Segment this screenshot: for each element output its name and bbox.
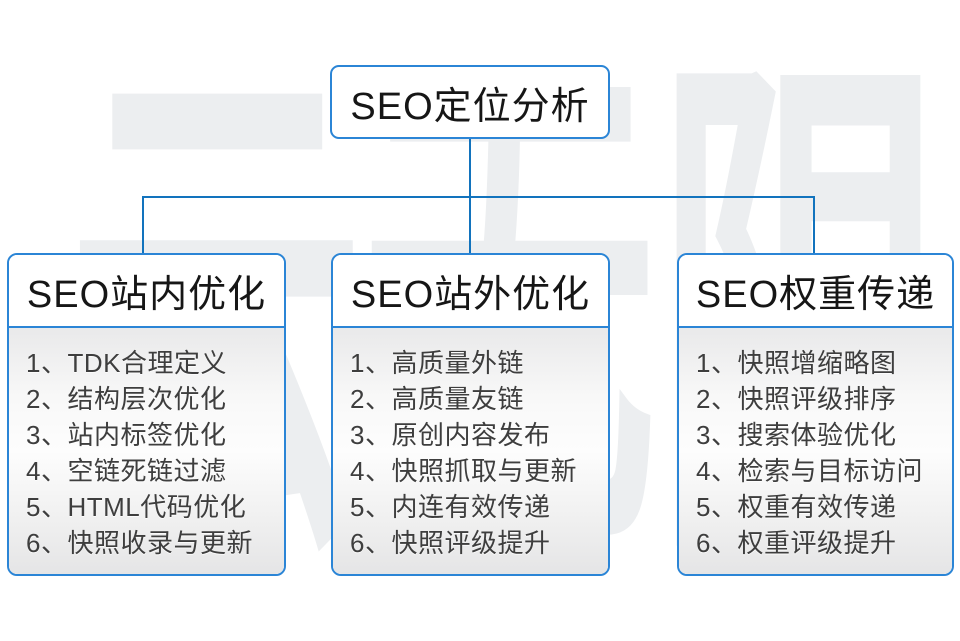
list-item: 2、结构层次优化 [26, 384, 227, 414]
column-weight-transfer: SEO权重传递 1、快照增缩略图 2、快照评级排序 3、搜索体验优化 4、检索与… [677, 253, 954, 576]
list-item: 5、HTML代码优化 [26, 492, 247, 522]
list-item: 4、快照抓取与更新 [350, 456, 577, 486]
list-item: 3、原创内容发布 [350, 420, 551, 450]
list-item: 6、快照评级提升 [350, 528, 551, 558]
column-weight-header: SEO权重传递 [679, 255, 952, 328]
list-item: 2、高质量友链 [350, 384, 524, 414]
list-item: 5、权重有效传递 [696, 492, 897, 522]
list-item: 1、快照增缩略图 [696, 348, 897, 378]
column-onsite-optimization: SEO站内优化 1、TDK合理定义 2、结构层次优化 3、站内标签优化 4、空链… [7, 253, 286, 576]
root-node: SEO定位分析 [330, 65, 610, 139]
column-offsite-optimization: SEO站外优化 1、高质量外链 2、高质量友链 3、原创内容发布 4、快照抓取与… [331, 253, 610, 576]
connector-root-stem [469, 139, 471, 197]
list-item: 4、空链死链过滤 [26, 456, 227, 486]
column-offsite-title: SEO站外优化 [350, 274, 591, 316]
list-item: 4、检索与目标访问 [696, 456, 923, 486]
column-weight-title: SEO权重传递 [695, 274, 936, 316]
list-item: 6、权重评级提升 [696, 528, 897, 558]
root-node-title: SEO定位分析 [350, 85, 590, 128]
list-item: 1、高质量外链 [350, 348, 524, 378]
column-onsite-title: SEO站内优化 [26, 274, 267, 316]
column-weight-list: 1、快照增缩略图 2、快照评级排序 3、搜索体验优化 4、检索与目标访问 5、权… [679, 328, 952, 574]
list-item: 2、快照评级排序 [696, 384, 897, 414]
list-item: 3、搜索体验优化 [696, 420, 897, 450]
column-offsite-header: SEO站外优化 [333, 255, 608, 328]
list-item: 3、站内标签优化 [26, 420, 227, 450]
connector-drop-center [469, 197, 471, 253]
list-item: 6、快照收录与更新 [26, 528, 253, 558]
list-item: 5、内连有效传递 [350, 492, 551, 522]
column-offsite-list: 1、高质量外链 2、高质量友链 3、原创内容发布 4、快照抓取与更新 5、内连有… [333, 328, 608, 574]
column-onsite-header: SEO站内优化 [9, 255, 284, 328]
connector-drop-right [813, 197, 815, 253]
column-onsite-list: 1、TDK合理定义 2、结构层次优化 3、站内标签优化 4、空链死链过滤 5、H… [9, 328, 284, 574]
connector-horizontal-bar [142, 196, 815, 198]
connector-drop-left [142, 197, 144, 253]
list-item: 1、TDK合理定义 [26, 348, 227, 378]
